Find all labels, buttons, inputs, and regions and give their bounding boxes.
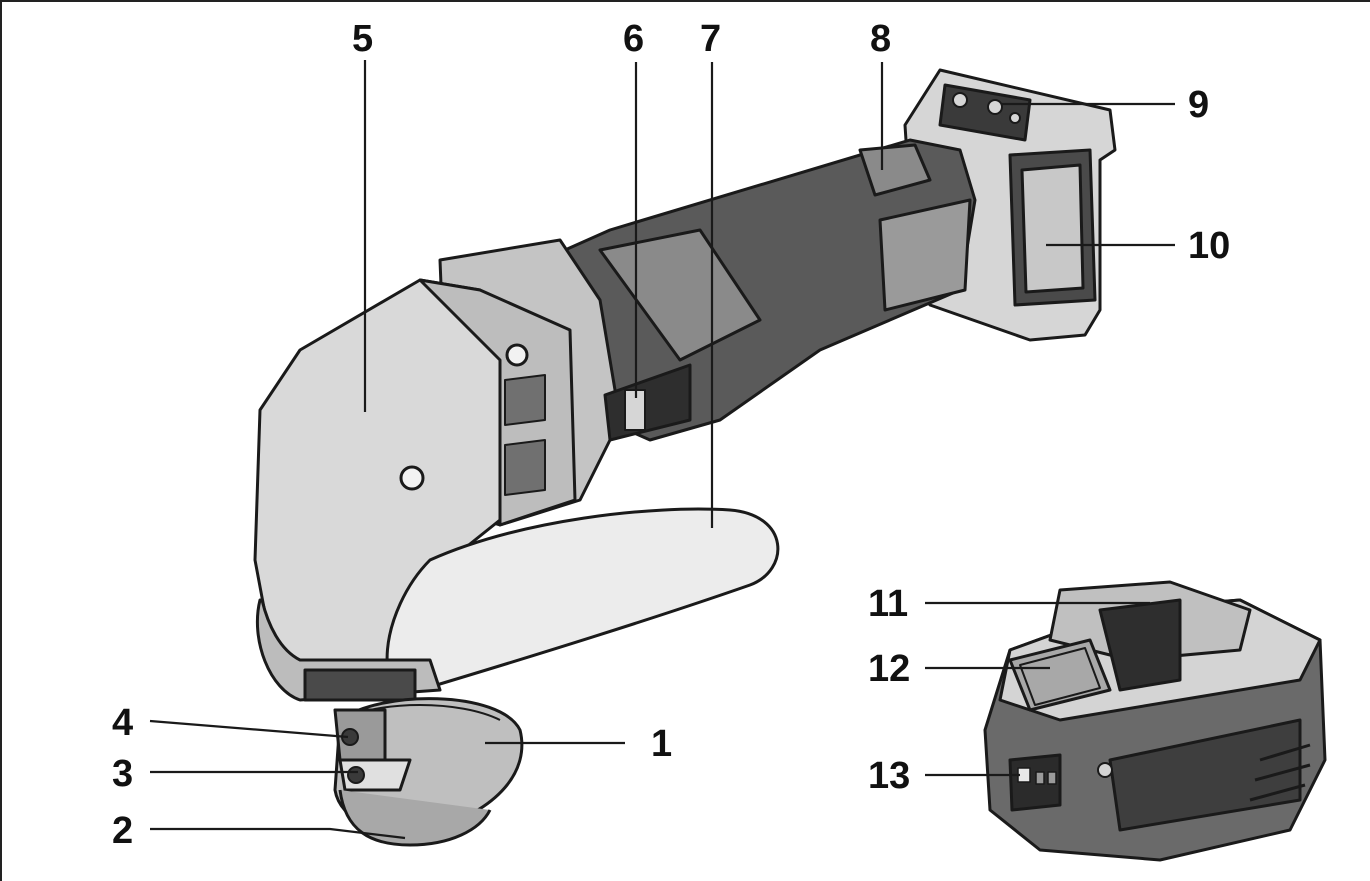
callout-13: 13 xyxy=(868,755,911,797)
callout-1: 1 xyxy=(651,723,673,765)
callout-3: 3 xyxy=(112,753,134,795)
callout-12: 12 xyxy=(868,648,911,690)
callout-7: 7 xyxy=(700,18,722,60)
callout-6: 6 xyxy=(623,18,645,60)
callout-2: 2 xyxy=(112,810,134,852)
leader-2 xyxy=(150,827,406,840)
callout-8: 8 xyxy=(870,18,892,60)
callout-11: 11 xyxy=(868,583,909,625)
callout-9: 9 xyxy=(1188,84,1210,126)
callout-5: 5 xyxy=(352,18,374,60)
callout-10: 10 xyxy=(1188,225,1231,267)
callout-4: 4 xyxy=(112,702,134,744)
leader-4 xyxy=(149,719,349,739)
leader-lines xyxy=(149,60,1175,840)
